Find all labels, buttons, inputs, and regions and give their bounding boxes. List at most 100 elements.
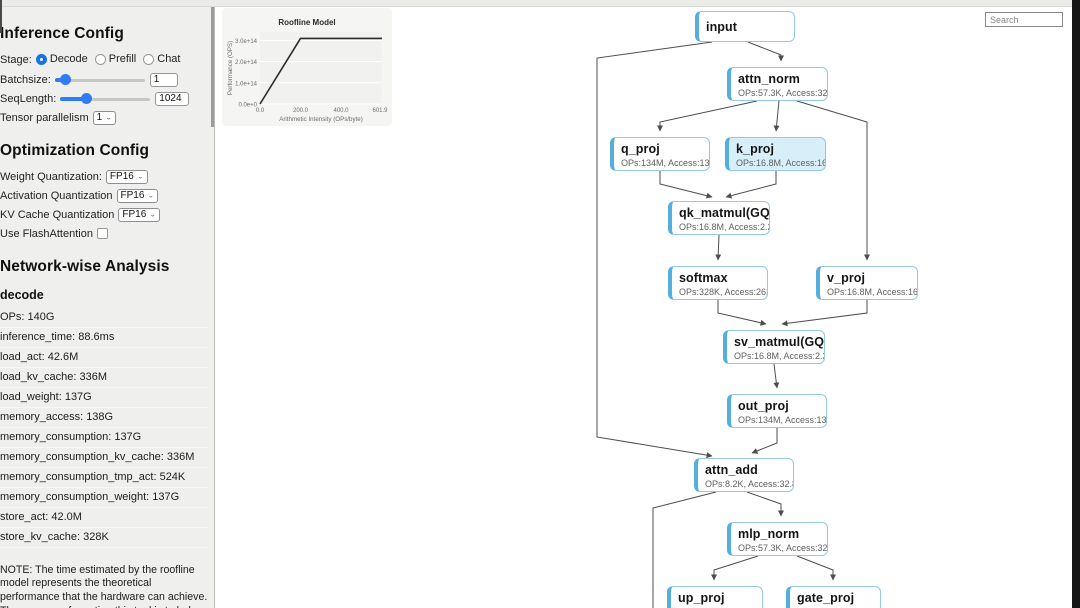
chart-title: Roofline Model <box>278 18 335 27</box>
batchsize-row: Batchsize: <box>0 72 208 87</box>
node-title: attn_norm <box>738 72 801 86</box>
node-stats: OPs:16.8M, Access:16.8M <box>827 287 918 297</box>
node-title: input <box>706 20 738 34</box>
tensor-parallelism-select[interactable]: 1 ⌄ <box>92 110 116 125</box>
stat-row: OPs: 140G <box>0 308 208 328</box>
x-tick: 601.9 <box>372 108 388 114</box>
roofline-chart-panel: Roofline Model 0.0e+0 1.0e+14 2.0e+14 3.… <box>222 8 392 126</box>
stage-name-heading: decode <box>0 287 44 302</box>
edge-q_proj-qk_matmul <box>659 171 713 199</box>
seqlength-row: SeqLength: <box>0 91 208 106</box>
y-tick: 1.0e+14 <box>235 81 258 87</box>
weight-quant-label: Weight Quantization: <box>0 170 102 183</box>
stage-radio-chat[interactable]: Chat <box>143 53 181 65</box>
node-stats: OPs:134M, Access:134M <box>621 158 710 168</box>
slider-track <box>54 78 145 82</box>
seqlength-input[interactable] <box>155 91 190 106</box>
x-tick: 400.0 <box>333 108 349 114</box>
top-strip <box>0 0 1072 7</box>
act-quant-row: Activation Quantization FP16 ⌄ <box>0 188 208 203</box>
slider-thumb[interactable] <box>81 93 93 104</box>
flash-attention-checkbox[interactable] <box>96 228 108 239</box>
node-title: attn_add <box>705 463 758 477</box>
x-tick: 200.0 <box>293 108 309 114</box>
node-stats: OPs:8.2K, Access:32.8K <box>705 479 794 489</box>
y-tick: 0.0e+0 <box>238 103 257 109</box>
stat-row: memory_consumption_weight: 137G <box>0 488 208 508</box>
stat-row: memory_consumption_tmp_act: 524K <box>0 468 208 488</box>
edge-attn_norm-v_proj <box>796 100 870 261</box>
stat-row: load_kv_cache: 336M <box>0 368 208 388</box>
node-stats: OPs:16.8M, Access:2.2M <box>734 351 825 361</box>
radio-label: Decode <box>49 53 88 65</box>
edge-input-attn_norm <box>747 41 784 62</box>
node-title: q_proj <box>621 142 660 156</box>
flash-attention-row: Use FlashAttention <box>0 227 208 241</box>
x-tick: 0.0 <box>256 108 265 114</box>
node-title: sv_matmul(GQA) <box>734 335 825 349</box>
act-quant-value: FP16 <box>120 190 145 201</box>
kv-quant-select[interactable]: FP16 ⌄ <box>118 207 160 222</box>
node-title: k_proj <box>736 142 775 156</box>
edge-attn_norm-q_proj <box>657 100 758 132</box>
node-title: up_proj <box>678 591 725 605</box>
node-sv_matmul[interactable]: sv_matmul(GQA) OPs:16.8M, Access:2.2M <box>723 330 825 364</box>
tensor-parallelism-row: Tensor parallelism 1 ⌄ <box>0 110 208 125</box>
node-stats: OPs:328K, Access:262K <box>679 287 768 297</box>
search-input[interactable] <box>985 12 1063 27</box>
stage-radio-decode[interactable]: Decode <box>35 53 88 65</box>
sidebar-scrollbar-thumb[interactable] <box>211 7 214 127</box>
network-analysis-title: Network-wise Analysis <box>0 257 170 275</box>
node-input[interactable]: input <box>695 11 795 42</box>
kv-quant-row: KV Cache Quantization FP16 ⌄ <box>0 207 208 222</box>
stat-row: memory_access: 138G <box>0 408 208 428</box>
node-title: mlp_norm <box>738 527 800 541</box>
seqlength-slider[interactable] <box>60 93 151 105</box>
roofline-line <box>259 37 382 105</box>
slider-thumb[interactable] <box>59 74 71 85</box>
stat-row: load_weight: 137G <box>0 388 208 408</box>
node-title: softmax <box>679 271 728 285</box>
batchsize-input[interactable] <box>149 72 178 87</box>
node-stats: OPs:57.3K, Access:32.8K <box>738 543 828 553</box>
y-axis-label: Performance (OPS) <box>227 41 234 95</box>
node-title: v_proj <box>827 271 866 285</box>
edge-k_proj-qk_matmul <box>725 171 777 199</box>
stat-row: store_kv_cache: 328K <box>0 528 208 548</box>
seqlength-label: SeqLength: <box>0 92 57 105</box>
stat-row: load_act: 42.6M <box>0 348 208 368</box>
left-scrollbar-thumb[interactable] <box>0 0 2 33</box>
act-quant-select[interactable]: FP16 ⌄ <box>116 188 159 203</box>
y-tick: 2.0e+14 <box>235 60 258 66</box>
inference-config-title: Inference Config <box>0 25 124 42</box>
edge-attn_norm-k_proj <box>773 100 780 132</box>
batchsize-slider[interactable] <box>54 74 145 86</box>
node-qk_matmul[interactable]: qk_matmul(GQA) OPs:16.8M, Access:2.2M <box>668 201 770 235</box>
node-stats: OPs:16.8M, Access:2.2M <box>679 222 770 232</box>
radio-icon <box>143 53 155 65</box>
weight-quant-select[interactable]: FP16 ⌄ <box>105 169 148 184</box>
slider-fill <box>54 78 64 82</box>
node-stats: OPs:16.8M, Access:16.8M <box>736 158 826 168</box>
chevron-down-icon: ⌄ <box>149 210 156 219</box>
kv-quant-label: KV Cache Quantization <box>0 208 115 221</box>
node-title: qk_matmul(GQA) <box>679 206 770 220</box>
stage-radio-prefill[interactable]: Prefill <box>94 53 136 65</box>
chevron-down-icon: ⌄ <box>147 191 155 200</box>
tensor-parallelism-label: Tensor parallelism <box>0 111 89 124</box>
edge-v_proj-sv_matmul <box>781 300 868 327</box>
